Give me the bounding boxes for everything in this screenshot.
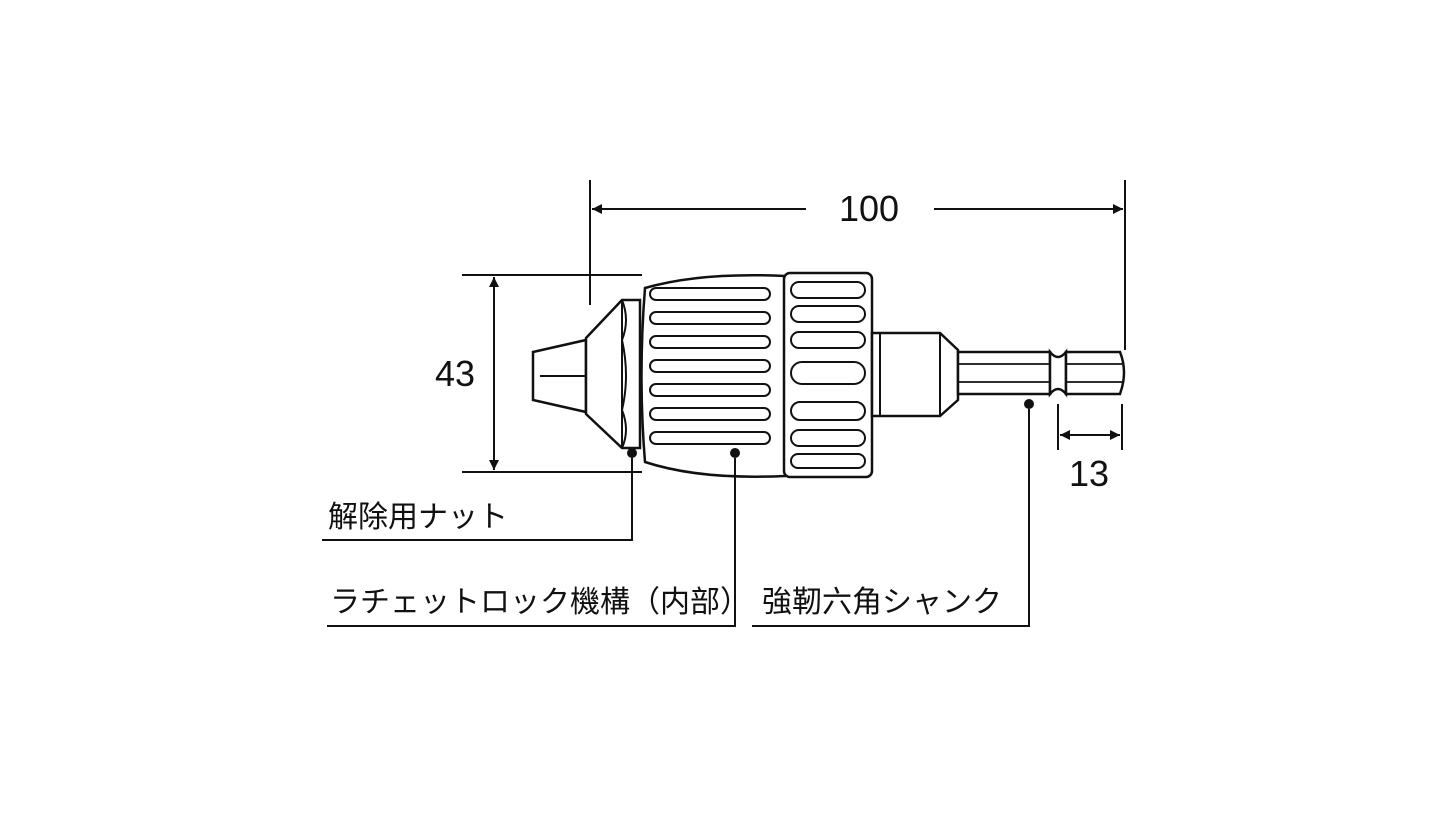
knurled-sleeve [640, 273, 787, 478]
diameter-label: 43 [435, 353, 475, 394]
callout-ratchet-lock [327, 448, 740, 627]
hex-shank-label: 強靭六角シャンク [762, 585, 1002, 620]
collar-slots [790, 281, 866, 469]
callout-hex-shank [752, 399, 1034, 627]
overall-length-label: 100 [839, 188, 899, 229]
hex-tip [1064, 350, 1126, 396]
dimension-hex-width [1057, 404, 1123, 450]
hex-width-label: 13 [1069, 453, 1109, 494]
sleeve-grooves [649, 287, 771, 445]
shank-groove [1048, 348, 1068, 398]
dimension-diameter [462, 274, 642, 473]
release-nut-label: 解除用ナット [328, 500, 508, 535]
callout-release-nut [322, 448, 637, 541]
ratchet-lock-label: ラチェットロック機構（内部） [330, 585, 750, 620]
release-nut [584, 298, 642, 450]
chuck-drawing [531, 271, 1126, 479]
back-cylinder [870, 331, 960, 418]
hex-shank [956, 350, 1052, 396]
dimension-overall-length [589, 180, 1126, 350]
